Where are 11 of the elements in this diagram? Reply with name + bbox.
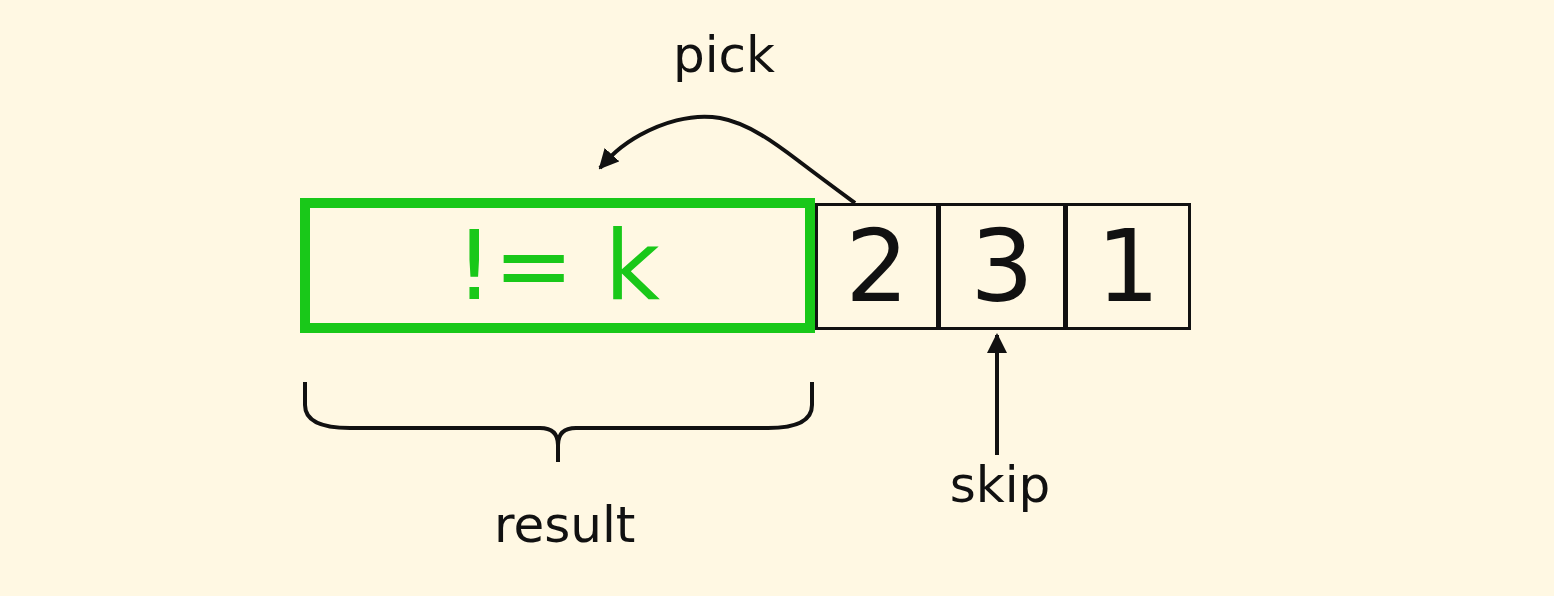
pointer-label: skip — [949, 460, 1051, 510]
array-cell — [938, 203, 1066, 330]
arrow — [987, 333, 1007, 455]
cell-value: 2 — [845, 216, 909, 317]
array-cell — [815, 203, 939, 330]
array-cell — [1065, 203, 1191, 330]
highlighted-box — [300, 198, 815, 333]
cell-value: 1 — [1096, 216, 1160, 317]
cell-value: 3 — [970, 216, 1034, 317]
arrow — [598, 114, 857, 205]
cell-value: != k — [455, 217, 660, 314]
